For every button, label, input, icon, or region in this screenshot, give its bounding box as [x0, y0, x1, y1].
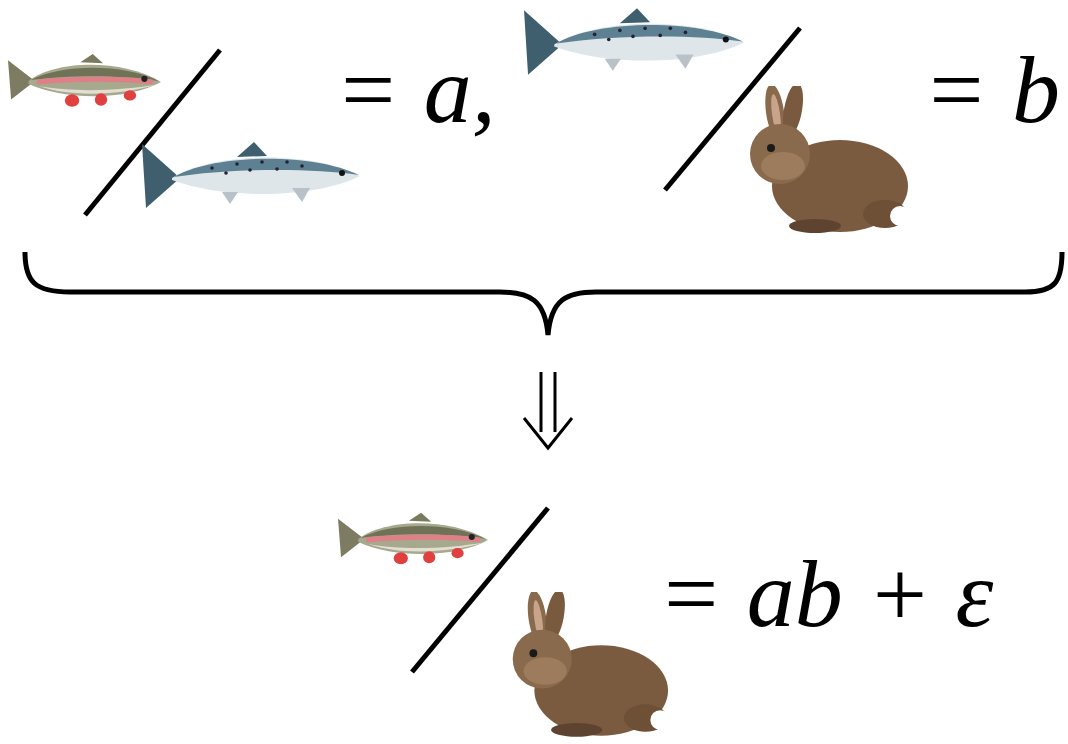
- equation-text: = a,: [335, 42, 496, 138]
- implies-arrow: [524, 372, 572, 448]
- equation-text: = b: [923, 42, 1060, 138]
- equation-text: = ab + ε: [658, 546, 993, 642]
- brace: [25, 252, 1062, 335]
